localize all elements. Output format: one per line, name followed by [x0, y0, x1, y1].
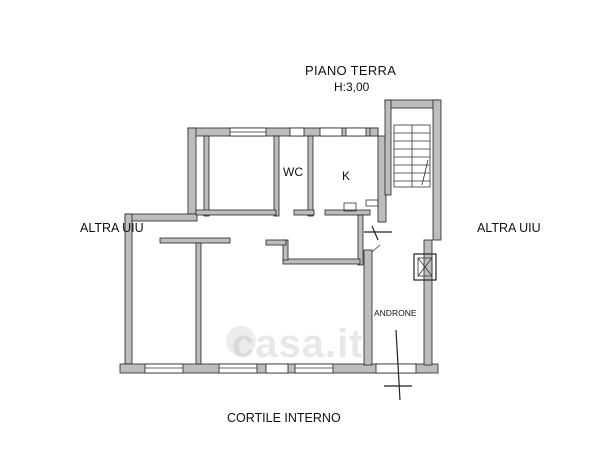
wc-label: WC [283, 165, 303, 179]
right-unit-label: ALTRA UIU [477, 221, 541, 235]
watermark-logo-icon [226, 326, 256, 356]
left-unit-label: ALTRA UIU [80, 221, 144, 235]
wall-outline [119, 99, 442, 374]
windows [144, 127, 417, 374]
watermark: casa.it [232, 322, 364, 366]
kitchen-label: K [342, 169, 351, 183]
courtyard-label: CORTILE INTERNO [227, 411, 341, 425]
floor-title: PIANO TERRA [305, 63, 397, 78]
kitchen-fixtures [343, 199, 379, 212]
section-marks [364, 225, 412, 401]
elevator [413, 253, 437, 281]
androne-label: ANDRONE [374, 308, 417, 318]
ceiling-height: H:3,00 [334, 80, 370, 94]
staircase [393, 124, 431, 188]
